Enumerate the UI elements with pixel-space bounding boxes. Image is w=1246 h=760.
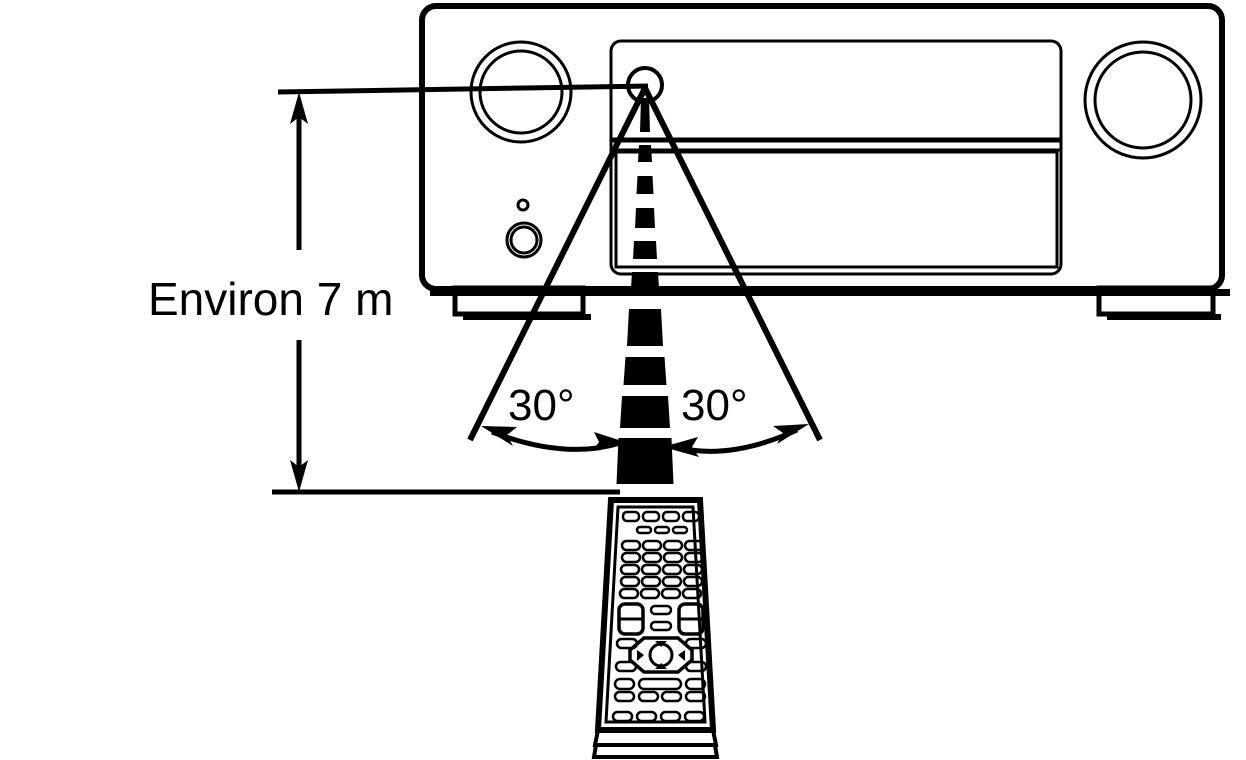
cone-edge-left: [467, 86, 648, 442]
dpad-ring[interactable]: [628, 636, 694, 674]
right-angle-arrowhead-outer: [773, 424, 809, 444]
av-receiver: [419, 3, 1230, 320]
front-display-panel: [609, 39, 1063, 276]
power-button[interactable]: [505, 221, 543, 259]
right-angle-label: 30°: [681, 381, 748, 430]
receiver-chassis: [419, 3, 1225, 292]
remote-lower-keypad[interactable]: [611, 710, 706, 723]
remote-body-inner: [604, 505, 707, 724]
right-angle-arrowhead-inner: [663, 437, 699, 457]
remote-row-after-wide[interactable]: [613, 690, 707, 703]
remote-paddle-group[interactable]: [617, 602, 705, 636]
remote-keypad[interactable]: [618, 539, 705, 600]
remote-wide-row[interactable]: [613, 677, 707, 691]
dimension-arrow-down: [290, 340, 308, 492]
remote-top-row[interactable]: [621, 510, 701, 523]
dpad-down-arrow[interactable]: [655, 663, 667, 669]
left-angle-arrowhead-outer: [481, 426, 517, 446]
volume-knob[interactable]: [1083, 40, 1203, 160]
left-angle-dimension: 30°: [481, 381, 628, 452]
cone-edge-right: [642, 86, 823, 442]
distance-label: Environ 7 m: [148, 273, 393, 325]
remote-base: [591, 728, 720, 759]
cursor-dpad[interactable]: [614, 636, 708, 674]
extension-line-top: [277, 83, 649, 95]
dpad-left-arrow[interactable]: [637, 650, 644, 661]
left-angle-label: 30°: [508, 381, 575, 430]
ir-signal-beam: [616, 98, 674, 484]
remote-small-row[interactable]: [635, 525, 689, 535]
ir-cone-outline: [467, 86, 823, 442]
input-selector-knob[interactable]: [469, 40, 573, 144]
right-angle-dimension: 30°: [663, 381, 809, 457]
dpad-up-arrow[interactable]: [655, 641, 667, 647]
chassis-bottom-shadow: [430, 289, 1230, 296]
remote-control-unit: [591, 497, 720, 759]
power-indicator-led: [516, 198, 530, 212]
dpad-right-arrow[interactable]: [678, 650, 685, 661]
dpad-enter-button[interactable]: [648, 642, 674, 668]
dimension-arrow-up: [290, 92, 308, 250]
left-angle-arrowhead-inner: [592, 432, 628, 451]
distance-dimension: Environ 7 m: [148, 83, 649, 495]
